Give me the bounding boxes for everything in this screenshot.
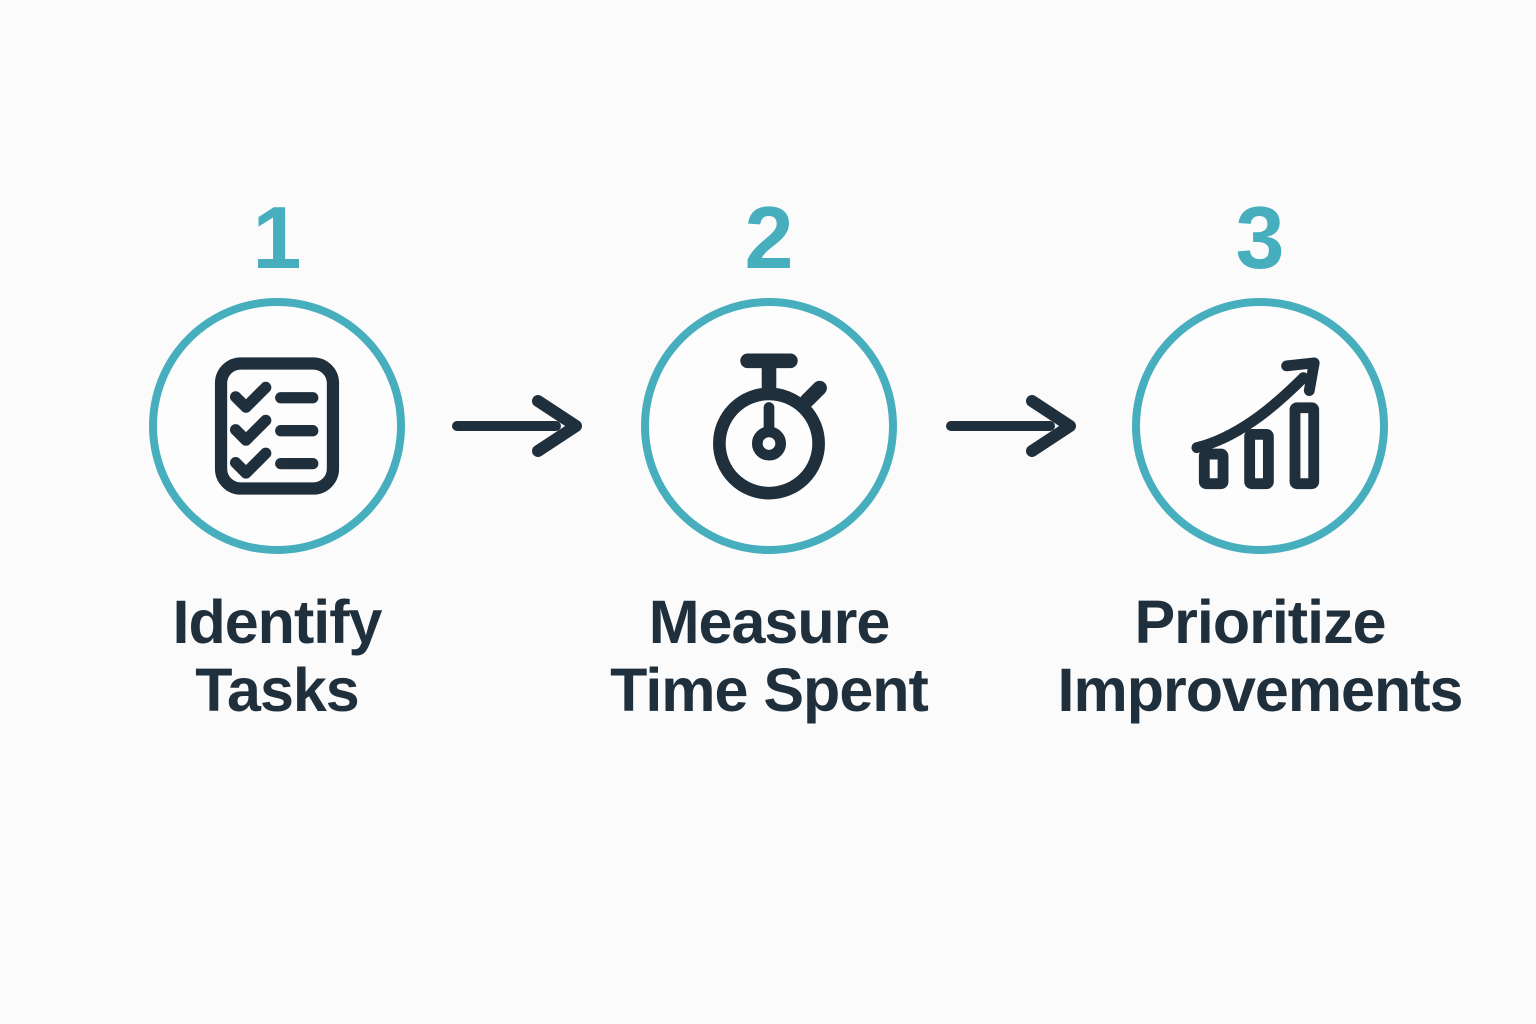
step-circle [641,298,897,554]
step-2: 2 Measure Time Spent [539,0,999,820]
step-1: 1 Identify Tasks [47,0,507,820]
stopwatch-icon [713,353,827,500]
checklist-icon [214,357,340,495]
step-number: 3 [1235,188,1285,287]
step-3: 3 Prioritize Improvements [1030,0,1490,820]
flow-arrow-2 [946,394,1078,458]
growth-chart-icon [1191,357,1320,490]
arrow-right-icon [452,395,582,457]
step-number: 1 [252,188,302,287]
step-circle [149,298,405,554]
step-label: Identify Tasks [172,588,383,725]
step-number: 2 [744,188,794,287]
step-label: Measure Time Spent [610,588,929,725]
step-circle [1132,298,1388,554]
flow-arrow-1 [452,394,584,458]
arrow-right-icon [946,395,1076,457]
step-label: Prioritize Improvements [1057,588,1464,725]
